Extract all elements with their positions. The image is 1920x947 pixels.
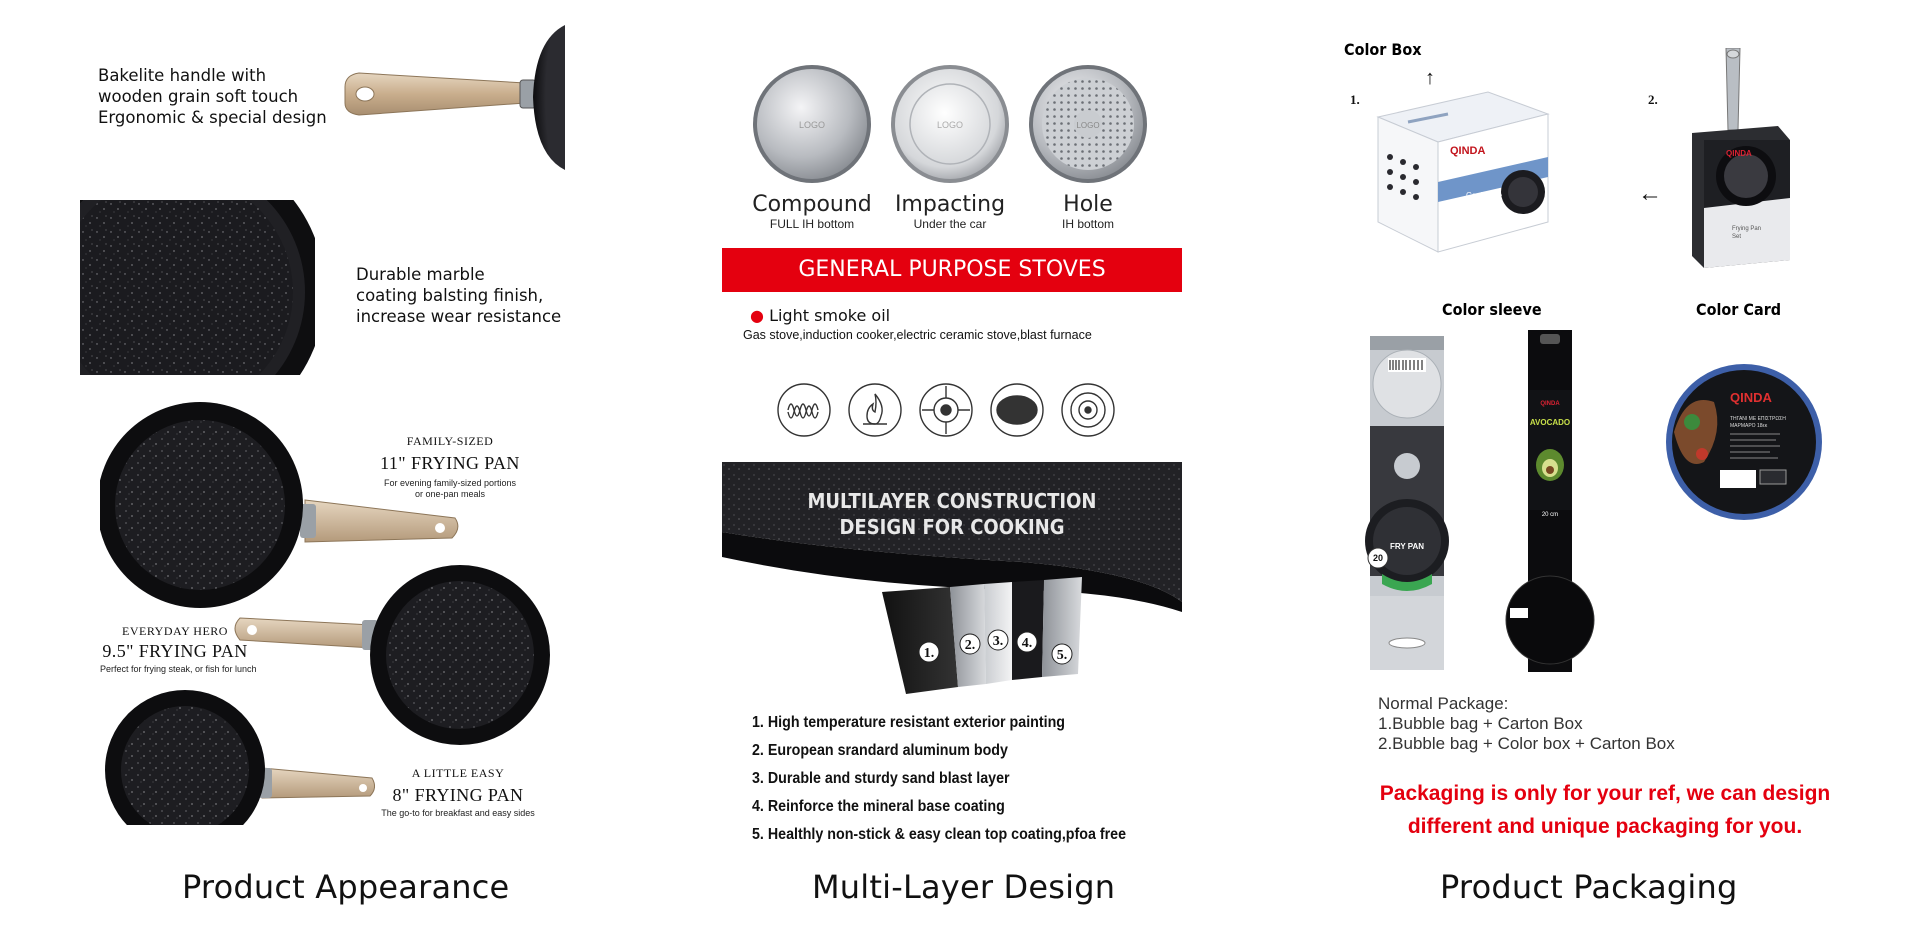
handle-feature-text: Bakelite handle with wooden grain soft t… bbox=[98, 66, 327, 127]
pan-9-5-inch bbox=[234, 565, 550, 745]
packaging-note: Packaging is only for your ref, we can d… bbox=[1379, 782, 1831, 838]
layer-list: 1. High temperature resistant exterior p… bbox=[752, 714, 1159, 854]
sleeve-1-size: 20 bbox=[1373, 553, 1383, 563]
construction-title: MULTILAYER CONSTRUCTION DESIGN FOR COOKI… bbox=[807, 489, 1097, 539]
appearance-caption: Product Appearance bbox=[182, 868, 510, 906]
flame-icon bbox=[848, 383, 902, 437]
pan-8-label: A LITTLE EASY 8" FRYING PAN The go-to fo… bbox=[381, 766, 535, 818]
layer-item: 5. Healthly non-stick & easy clean top c… bbox=[752, 826, 1127, 843]
sleeve-2-brand: QINDA bbox=[1540, 401, 1560, 407]
option-number-2: 2. bbox=[1648, 92, 1658, 107]
ceramic-plate-icon bbox=[990, 383, 1044, 437]
arrow-left-icon: ← bbox=[1638, 180, 1662, 207]
layer-item: 4. Reinforce the mineral base coating bbox=[752, 798, 1005, 815]
multilayer-design-panel: LOGO LOGO LOGO Compound FULL IH bottom I… bbox=[640, 0, 1260, 947]
handle-closeup-image bbox=[344, 25, 565, 170]
layer-item: 3. Durable and sturdy sand blast layer bbox=[752, 770, 1010, 787]
bottom-logo-2: LOGO bbox=[937, 120, 963, 130]
box-side-text: Cookware bbox=[1466, 191, 1503, 200]
bottom-logo-1: LOGO bbox=[799, 120, 825, 130]
normal-package-info: Normal Package: 1.Bubble bag + Carton Bo… bbox=[1378, 694, 1675, 753]
layer-item: 1. High temperature resistant exterior p… bbox=[752, 714, 1066, 731]
smoke-line: ● Light smoke oil bbox=[750, 306, 891, 325]
bullet-dot-icon: ● bbox=[750, 306, 764, 325]
induction-icon bbox=[1061, 383, 1115, 437]
option-number-1: 1. bbox=[1350, 92, 1360, 107]
product-packaging-panel: Color Box 1. ↑ QINDA Cookware 2. ← QINDA… bbox=[1280, 0, 1920, 947]
layer-number-2: 2. bbox=[965, 638, 976, 653]
gift-box-text-1: Frying Pan bbox=[1732, 226, 1761, 232]
color-sleeve-1-image: 20 FRY PAN bbox=[1365, 336, 1449, 670]
pan-set-image bbox=[100, 402, 550, 825]
pan-11-label: FAMILY-SIZED 11" FRYING PAN For evening … bbox=[380, 434, 520, 499]
color-box-label: Color Box bbox=[1344, 40, 1422, 59]
coil-stove-icon bbox=[777, 383, 831, 437]
sleeve-2-label: AVOCADO bbox=[1530, 418, 1570, 427]
gift-box-text-2: Set bbox=[1732, 234, 1741, 240]
color-sleeve-label: Color sleeve bbox=[1442, 300, 1542, 319]
bottom-hole: Hole IH bottom bbox=[1061, 192, 1115, 231]
bottom-compound: Compound FULL IH bottom bbox=[752, 192, 872, 231]
packaging-caption: Product Packaging bbox=[1440, 868, 1738, 906]
layer-item: 2. European srandard aluminum body bbox=[752, 742, 1008, 759]
sleeve-1-label: FRY PAN bbox=[1390, 542, 1424, 551]
product-appearance-panel: Bakelite handle with wooden grain soft t… bbox=[0, 0, 620, 947]
card-text-2: ΜΑΡΜΑΡΟ 18εκ bbox=[1730, 423, 1768, 429]
multilayer-construction-image: 1. 2. 3. 4. 5. bbox=[722, 462, 1182, 694]
pan-8-inch bbox=[105, 690, 376, 825]
coating-feature-text: Durable marble coating balsting finish, … bbox=[356, 265, 562, 326]
arrow-up-icon: ↑ bbox=[1425, 67, 1435, 89]
multilayer-caption: Multi-Layer Design bbox=[812, 868, 1116, 906]
color-box-image: QINDA Cookware bbox=[1376, 91, 1550, 253]
layer-number-4: 4. bbox=[1022, 636, 1033, 651]
gas-burner-icon bbox=[919, 383, 973, 437]
layer-number-3: 3. bbox=[993, 634, 1004, 649]
layer-number-1: 1. bbox=[924, 646, 935, 661]
stoves-list: Gas stove,induction cooker,electric cera… bbox=[743, 328, 1092, 342]
color-card-label: Color Card bbox=[1696, 300, 1782, 319]
gift-box-brand: QINDA bbox=[1726, 149, 1752, 158]
marble-coating-image bbox=[80, 200, 315, 375]
layer-number-5: 5. bbox=[1057, 648, 1068, 663]
general-purpose-banner: GENERAL PURPOSE STOVES bbox=[722, 248, 1182, 292]
bottom-logo-3: LOGO bbox=[1076, 121, 1099, 130]
card-text-1: ΤΗΓΑΝΙ ΜΕ ΕΠΙΣΤΡΩΣΗ bbox=[1730, 416, 1786, 422]
sleeve-2-size: 20 cm bbox=[1542, 512, 1558, 518]
box-brand: QINDA bbox=[1450, 145, 1486, 157]
color-sleeve-2-image: QINDA AVOCADO 20 cm bbox=[1505, 330, 1595, 672]
pan-bottoms-image: LOGO LOGO LOGO bbox=[753, 65, 1147, 183]
bottom-impacting: Impacting Under the car bbox=[894, 192, 1006, 231]
stove-icons-row bbox=[777, 383, 1115, 437]
pan-11-inch bbox=[100, 402, 459, 608]
pan-9-5-label: EVERYDAY HERO 9.5" FRYING PAN Perfect fo… bbox=[100, 624, 257, 674]
gift-box-image: QINDA Frying Pan Set bbox=[1692, 48, 1790, 268]
color-card-image: QINDA ΤΗΓΑΝΙ ΜΕ ΕΠΙΣΤΡΩΣΗ ΜΑΡΜΑΡΟ 18εκ bbox=[1666, 364, 1822, 520]
card-brand: QINDA bbox=[1730, 390, 1773, 405]
